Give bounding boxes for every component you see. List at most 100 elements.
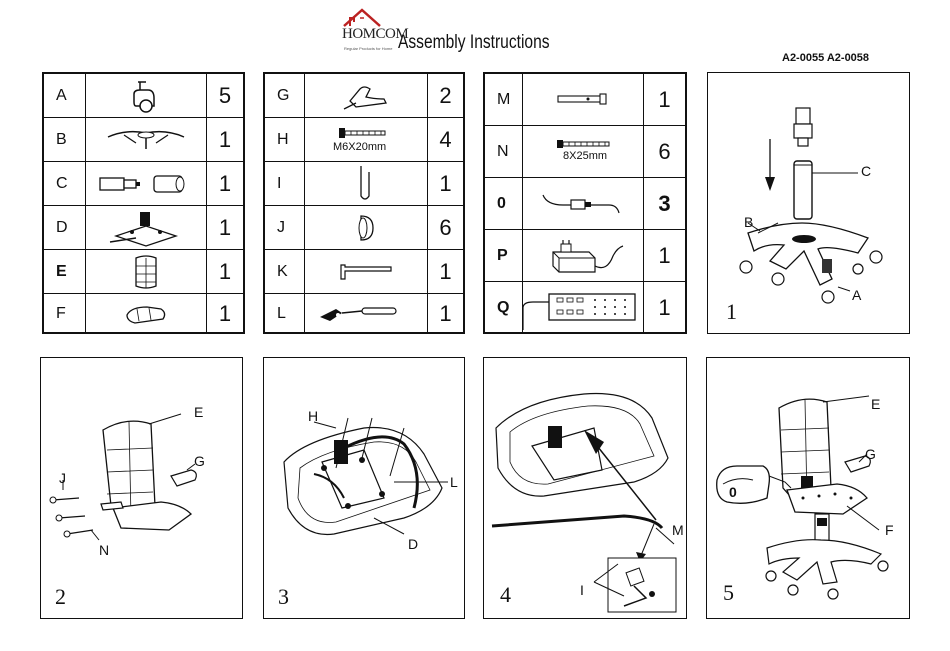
part-letter: G [265,74,305,117]
step-number: 5 [723,580,734,606]
parts-row: N 8X25mm 6 [485,126,685,178]
parts-row: C 1 [44,162,243,206]
part-letter: M [485,74,523,125]
pin-icon [523,74,643,125]
step-number: 1 [726,299,737,325]
remote-control-icon [523,282,643,334]
part-letter: E [44,250,86,293]
parts-row: I 1 [265,162,463,206]
parts-row: B 1 [44,118,243,162]
brand-tagline: Regular Products for Home [344,46,392,51]
backrest-icon [86,250,206,293]
part-quantity: 1 [643,282,685,334]
cable-connector-icon [523,178,643,229]
label-a: A [852,287,861,303]
cap-icon [305,206,427,249]
bolt-dimension: 8X25mm [563,150,607,162]
parts-row: L 1 [265,294,463,334]
part-letter: 0 [485,178,523,229]
step-number: 3 [278,584,289,610]
parts-row: K 1 [265,250,463,294]
label-m: M [672,522,684,538]
part-quantity: 1 [643,230,685,281]
label-f: F [885,522,894,538]
label-g: G [194,453,205,469]
parts-row: A 5 [44,74,243,118]
final-assembly-illustration [707,358,911,620]
parts-row: M 1 [485,74,685,126]
part-letter: P [485,230,523,281]
step-4-panel: M I 4 [483,357,687,619]
part-quantity: 4 [427,118,463,161]
step-2-panel: E G J N 2 [40,357,243,619]
parts-row: F 1 [44,294,243,334]
part-quantity: 1 [206,294,243,334]
lever-assembly-illustration [484,358,688,620]
parts-row: G 2 [265,74,463,118]
part-quantity: 1 [206,162,243,205]
label-n: N [99,542,109,558]
part-quantity: 2 [427,74,463,117]
part-letter: D [44,206,86,249]
part-letter: A [44,74,86,117]
label-e: E [871,396,880,412]
base-assembly-illustration [708,73,911,335]
allen-key-icon [305,250,427,293]
part-quantity: 6 [427,206,463,249]
clip-icon [305,162,427,205]
parts-row: P 1 [485,230,685,282]
gas-lift-cylinder-icon [86,162,206,205]
label-o: 0 [729,484,737,500]
step-number: 2 [55,584,66,610]
label-l: L [450,474,458,490]
homcom-logo: HOMCOM Regular Products for Home [330,6,394,58]
model-number: A2-0055 A2-0058 [782,52,869,64]
part-quantity: 6 [643,126,685,177]
parts-row: D 1 [44,206,243,250]
bolt-icon: 8X25mm [523,126,643,177]
label-b: B [744,214,753,230]
part-letter: F [44,294,86,334]
bolt-dimension: M6X20mm [333,141,386,153]
part-quantity: 1 [206,206,243,249]
armrest-icon [305,74,427,117]
part-letter: N [485,126,523,177]
backrest-assembly-illustration [41,358,244,620]
label-i: I [580,582,584,598]
parts-table-2: G 2 H M6X20mm 4 I 1 J [263,72,465,334]
part-quantity: 5 [206,74,243,117]
parts-row: J 6 [265,206,463,250]
step-number: 4 [500,582,511,608]
label-c: C [861,163,871,179]
label-g: G [865,446,876,462]
parts-row: E 1 [44,250,243,294]
part-letter: I [265,162,305,205]
step-1-panel: C B A 1 [707,72,910,334]
tilt-mechanism-icon [86,206,206,249]
seat-cushion-icon [86,294,206,334]
label-e: E [194,404,203,420]
step-3-panel: H L D 3 [263,357,465,619]
lever-icon [305,294,427,334]
bolt-icon: M6X20mm [305,118,427,161]
part-quantity: 1 [427,162,463,205]
mechanism-assembly-illustration [264,358,466,620]
five-star-base-icon [86,118,206,161]
power-adapter-icon [523,230,643,281]
parts-row: H M6X20mm 4 [265,118,463,162]
part-quantity: 3 [643,178,685,229]
part-quantity: 1 [206,250,243,293]
part-quantity: 1 [643,74,685,125]
label-h: H [308,408,318,424]
part-letter: H [265,118,305,161]
step-5-panel: E G 0 F 5 [706,357,910,619]
parts-table-1: A 5 B 1 C [42,72,245,334]
part-letter: C [44,162,86,205]
part-letter: J [265,206,305,249]
parts-table-3: M 1 N 8X25mm 6 0 [483,72,687,334]
parts-row: Q 1 [485,282,685,334]
part-letter: L [265,294,305,334]
caster-wheel-icon [86,74,206,117]
page-title: Assembly Instructions [398,32,550,54]
part-quantity: 1 [427,294,463,334]
